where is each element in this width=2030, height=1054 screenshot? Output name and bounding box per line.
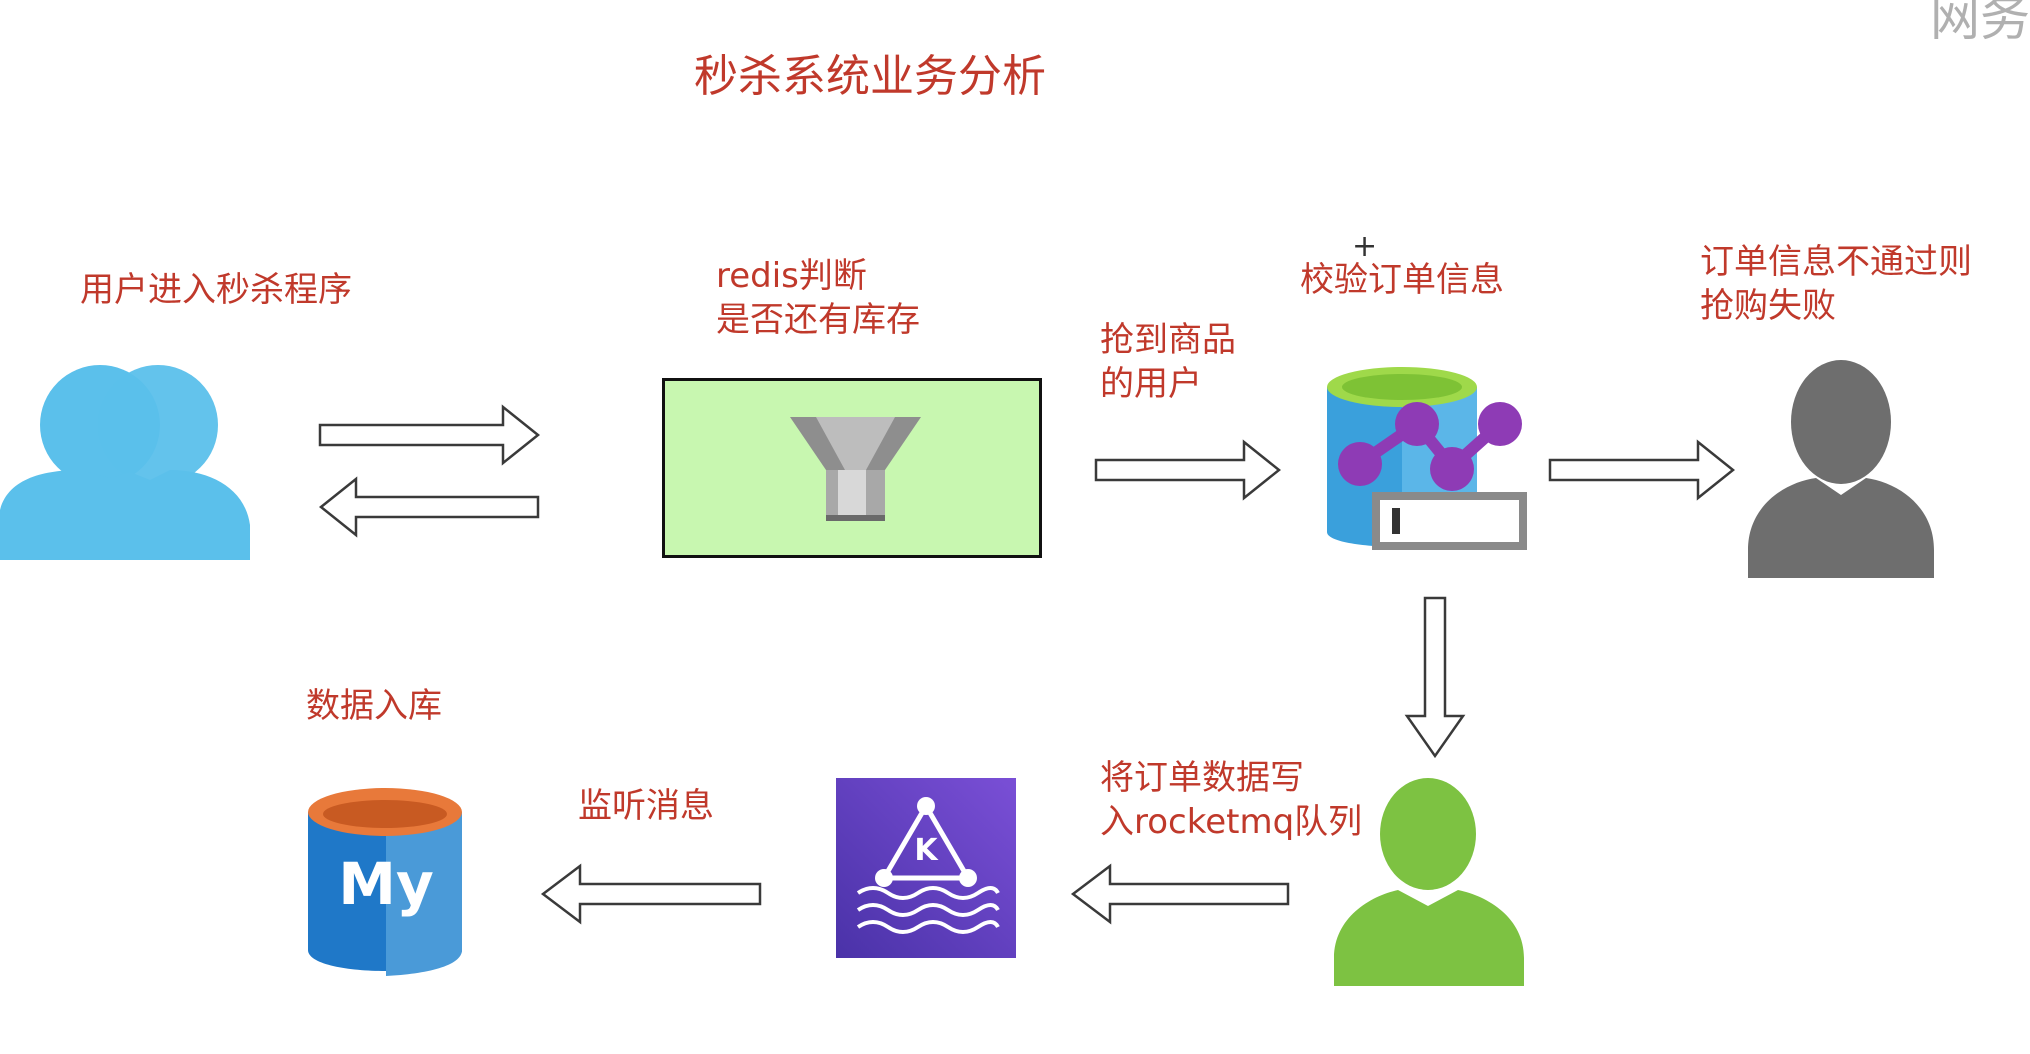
database-graph-icon bbox=[1327, 367, 1527, 550]
arrow-mq-user-to-mq bbox=[1070, 863, 1290, 925]
arrow-verify-to-fail bbox=[1548, 439, 1736, 501]
arrow-verify-to-mq-user bbox=[1404, 596, 1466, 759]
arrow-redis-to-user bbox=[318, 476, 540, 538]
kinesis-letter: K bbox=[914, 833, 939, 868]
arrow-user-to-redis bbox=[318, 404, 541, 466]
mysql-icon: My bbox=[308, 788, 462, 976]
label-redis-check: redis判断 是否还有库存 bbox=[716, 256, 920, 341]
diagram-title: 秒杀系统业务分析 bbox=[694, 51, 1046, 102]
users-icon bbox=[0, 365, 250, 560]
arrow-redis-to-verify bbox=[1094, 439, 1282, 501]
user-green-icon bbox=[1334, 778, 1524, 986]
mysql-logo-text: My bbox=[338, 850, 434, 918]
label-listen: 监听消息 bbox=[578, 786, 714, 826]
watermark-text: 网务 bbox=[1930, 0, 2030, 47]
plus-marker: + bbox=[1352, 229, 1378, 264]
label-fail: 订单信息不通过则 抢购失败 bbox=[1700, 242, 1972, 327]
label-verify-order: 校验订单信息 bbox=[1300, 260, 1504, 300]
label-write-mq: 将订单数据写 入rocketmq队列 bbox=[1100, 758, 1363, 843]
arrow-mq-to-mysql bbox=[540, 863, 762, 925]
label-persist: 数据入库 bbox=[306, 686, 442, 726]
watermark: 网务 bbox=[1930, 0, 2030, 50]
label-got-item: 抢到商品 的用户 bbox=[1100, 320, 1236, 405]
funnel-icon bbox=[790, 417, 921, 521]
user-gray-icon bbox=[1748, 360, 1934, 578]
label-user-enter: 用户进入秒杀程序 bbox=[80, 270, 352, 310]
kinesis-icon: K bbox=[836, 778, 1016, 958]
